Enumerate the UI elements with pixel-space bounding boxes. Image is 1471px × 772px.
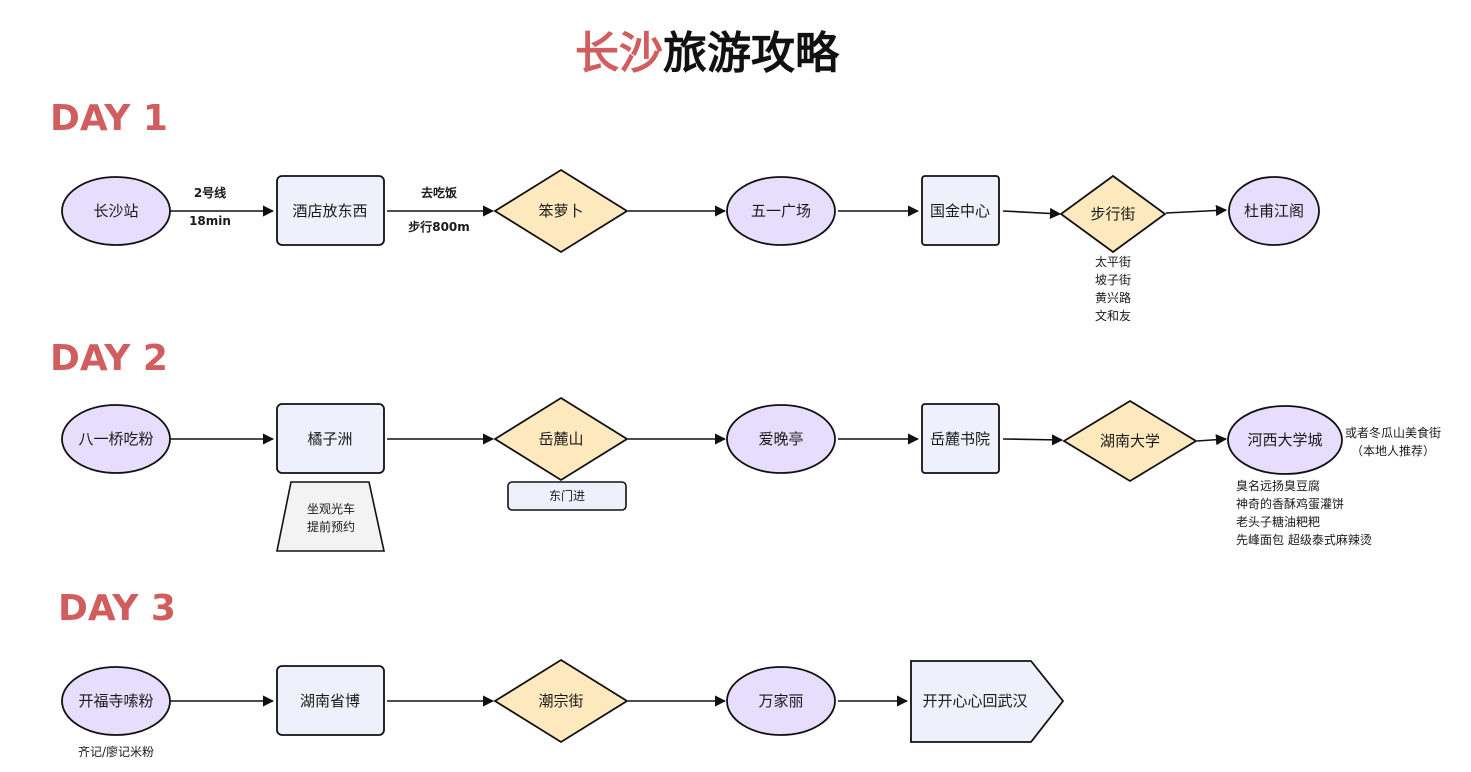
- day2-node-3-label: 岳麓山: [538, 430, 583, 448]
- day2-node-juzizhou: [276, 403, 385, 474]
- day1-node-ifs: [921, 175, 1000, 246]
- day3-node-chaozong-street: [493, 658, 629, 744]
- day2-node-1-label: 八一桥吃粉: [78, 430, 153, 448]
- day3-node-3-label: 潮宗街: [538, 692, 583, 710]
- day1-edge-5: [1002, 207, 1062, 220]
- day2-edges: [170, 433, 1228, 446]
- hexi-side-note: 或者冬瓜山美食街 （本地人推荐）: [1345, 425, 1441, 458]
- day3-node-return-wuhan: [910, 660, 1065, 743]
- hexi-food-note-line: 臭名远扬臭豆腐: [1236, 478, 1320, 493]
- hexi-food-note-line: 神奇的香酥鸡蛋灌饼: [1236, 496, 1344, 511]
- day2-node-hexi-university-town: [1227, 405, 1343, 475]
- title-city: 长沙: [575, 28, 663, 79]
- day3-node-5-label: 开开心心回武汉: [922, 692, 1027, 710]
- day1-node-4-label: 五一广场: [751, 202, 811, 220]
- walkstreet-note-line: 文和友: [1095, 308, 1131, 323]
- day1-node-7-label: 杜甫江阁: [1244, 202, 1304, 220]
- day3-node-kaifu-temple: [61, 666, 171, 736]
- day2-node-aiwan-pavilion: [726, 404, 836, 474]
- hexi-side-note-line: （本地人推荐）: [1351, 444, 1435, 458]
- day1-edge-6: [1165, 204, 1228, 217]
- hexi-food-note: 臭名远扬臭豆腐 神奇的香酥鸡蛋灌饼 老头子糖油粑粑 先峰面包 超级泰式麻辣烫: [1236, 478, 1372, 547]
- walkstreet-note-line: 太平街: [1095, 254, 1131, 269]
- day1-node-5-label: 国金中心: [930, 202, 990, 220]
- day1-node-2-label: 酒店放东西: [292, 202, 367, 220]
- hexi-food-note-line: 老头子糖油粑粑: [1236, 514, 1320, 529]
- day1-node-hotel: [276, 175, 385, 246]
- juzizhou-note-box: [276, 481, 385, 552]
- day1-node-3-label: 笨萝卜: [538, 202, 583, 220]
- day1-edge1-label-bottom: 18min: [189, 214, 231, 228]
- day1-node-walkstreet: [1059, 174, 1167, 254]
- day1-edge2-label-top: 去吃饭: [421, 185, 457, 200]
- day2-node-bayi-bridge: [61, 404, 171, 474]
- day1-edge2-label-bottom: 步行800m: [408, 219, 470, 234]
- day3-label: DAY 3: [58, 588, 176, 629]
- hexi-food-note-line: 先峰面包 超级泰式麻辣烫: [1236, 532, 1372, 547]
- yuelushan-note: 东门进: [549, 488, 585, 503]
- title-rest: 旅游攻略: [663, 28, 840, 79]
- walkstreet-note-line: 坡子街: [1095, 273, 1131, 287]
- day2-edge-5: [1002, 434, 1064, 446]
- day1-node-6-label: 步行街: [1090, 205, 1135, 223]
- day3-node-wanjiali: [726, 666, 836, 736]
- yuelushan-note-box: [507, 481, 627, 511]
- juzizhou-note-line: 坐观光车: [307, 501, 355, 516]
- day1-edges: [170, 204, 1228, 220]
- kaifu-note: 齐记/廖记米粉: [78, 744, 154, 759]
- page-title: 长沙旅游攻略: [575, 28, 840, 79]
- day2-node-7-label: 河西大学城: [1247, 431, 1322, 449]
- day3-node-1-label: 开福寺嗦粉: [78, 692, 153, 710]
- day2-node-yuelushan: [493, 396, 629, 482]
- walkstreet-note-line: 黄兴路: [1095, 290, 1131, 305]
- day3-node-2-label: 湖南省博: [300, 692, 360, 710]
- day1-node-dufu-pavilion: [1228, 176, 1320, 246]
- day1-edge1-label-top: 2号线: [194, 185, 226, 200]
- day2-edge-6: [1196, 434, 1228, 446]
- juzizhou-note-line: 提前预约: [307, 519, 355, 534]
- day1-node-benluobo: [493, 168, 629, 254]
- day2-node-5-label: 岳麓书院: [930, 430, 990, 448]
- day1-node-changsha-station: [61, 176, 171, 246]
- day3-node-hunan-museum: [276, 665, 385, 736]
- day2-node-4-label: 爱晚亭: [758, 430, 803, 448]
- day1-label: DAY 1: [50, 98, 168, 139]
- day1-walkstreet-note: 太平街 坡子街 黄兴路 文和友: [1095, 254, 1131, 323]
- day2-label: DAY 2: [50, 338, 168, 379]
- day2-node-2-label: 橘子洲: [307, 430, 352, 448]
- day2-node-yuelu-academy: [921, 403, 1000, 474]
- day2-node-6-label: 湖南大学: [1100, 432, 1160, 450]
- day2-node-hunan-university: [1062, 399, 1198, 483]
- hexi-side-note-line: 或者冬瓜山美食街: [1345, 425, 1441, 440]
- day1-node-1-label: 长沙站: [93, 202, 138, 220]
- day3-node-4-label: 万家丽: [758, 692, 803, 710]
- day1-node-wuyi-square: [726, 176, 836, 246]
